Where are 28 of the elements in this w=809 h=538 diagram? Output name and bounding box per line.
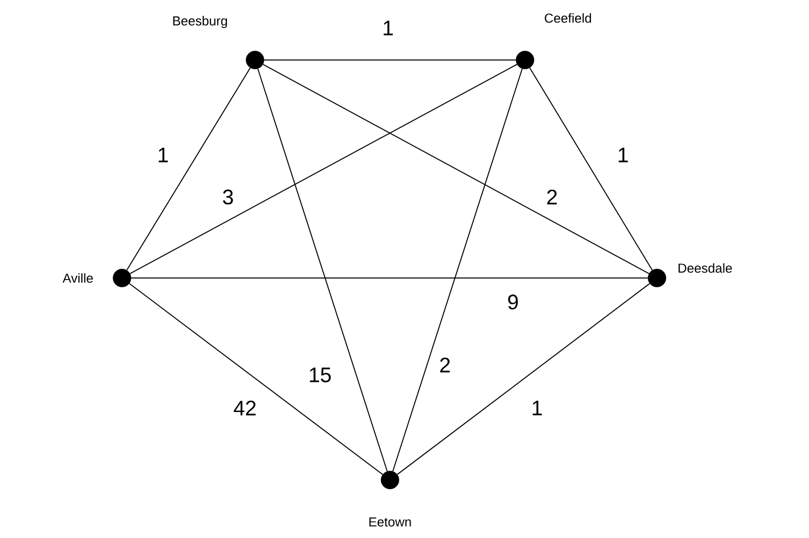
edge-line [529,67,653,271]
edge-line [126,67,251,271]
edge-label: 1 [381,20,395,36]
edge-line [130,64,518,274]
edge-label: 1 [530,400,544,416]
graph-vertex [112,268,132,288]
vertex-label: Ceefield [544,13,591,23]
edge-label: 15 [307,366,333,384]
graph-vertex [648,268,666,288]
edge-line [262,64,650,274]
edge-label: 2 [438,356,452,374]
edge-line [128,283,384,475]
graph-vertex [516,50,534,70]
edge-line [257,68,388,472]
edge-label: 3 [221,188,235,206]
edge-label: 9 [506,294,520,310]
edge-line [392,68,523,472]
vertex-label: Eetown [369,517,411,527]
edge-line [396,283,650,475]
vertex-label: Aville [62,273,93,283]
graph-vertex [380,470,400,490]
edge-label: 2 [545,188,559,206]
graph-vertex [246,50,264,70]
vertex-label: Beesburg [173,16,227,28]
edge-label: 1 [156,146,170,164]
edge-label: 1 [616,146,630,164]
vertex-label: Deesdale [678,263,732,273]
edge-label: 42 [232,400,258,416]
